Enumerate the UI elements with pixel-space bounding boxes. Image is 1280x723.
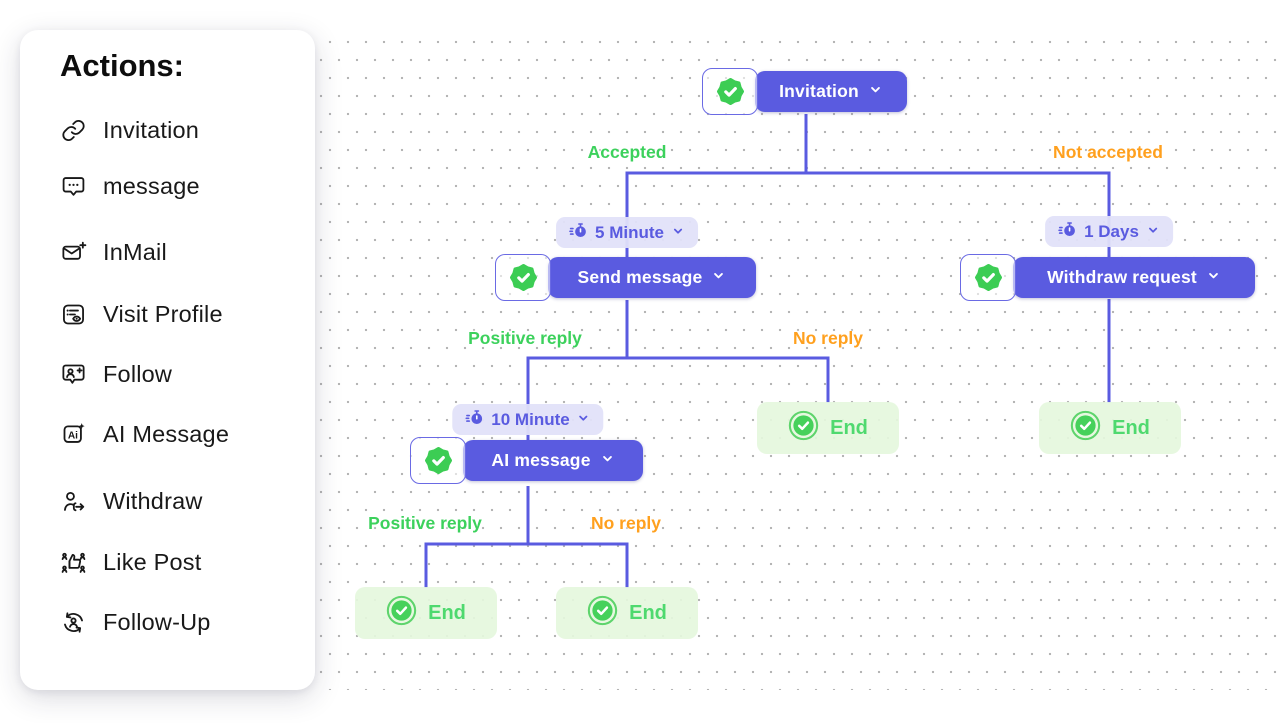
verified-badge-icon <box>960 254 1016 301</box>
stopwatch-icon <box>569 221 588 245</box>
check-circle-icon <box>788 410 819 447</box>
follow-up-cycle-icon <box>60 609 87 636</box>
end-label: End <box>830 416 868 439</box>
chevron-down-icon <box>868 81 883 102</box>
user-plus-bubble-icon <box>60 361 87 388</box>
action-label: InMail <box>103 238 167 265</box>
end-label: End <box>428 601 466 624</box>
user-withdraw-icon <box>60 488 87 515</box>
svg-text:Ai: Ai <box>68 430 78 441</box>
delay-chip-1-days[interactable]: 1 Days <box>1045 216 1173 247</box>
stopwatch-icon <box>465 408 484 432</box>
mail-plus-icon <box>60 239 87 266</box>
delay-chip-5-minute[interactable]: 5 Minute <box>556 217 698 248</box>
profile-list-icon <box>60 301 87 328</box>
chevron-down-icon <box>577 410 591 430</box>
node-end[interactable]: End <box>355 587 497 639</box>
delay-chip-label: 10 Minute <box>491 409 570 429</box>
verified-badge-icon <box>702 68 758 115</box>
verified-badge-icon <box>410 437 466 484</box>
edge-label-positive-reply: Positive reply <box>368 513 482 533</box>
like-post-icon <box>60 549 87 576</box>
node-invitation[interactable]: Invitation <box>702 68 907 115</box>
ai-sparkle-icon: Ai <box>60 421 87 448</box>
node-withdraw-request[interactable]: Withdraw request <box>960 254 1255 301</box>
chevron-down-icon <box>1146 222 1160 242</box>
edge-label-accepted: Accepted <box>587 142 667 162</box>
node-end[interactable]: End <box>556 587 698 639</box>
action-label: Like Post <box>103 548 202 575</box>
node-label: Withdraw request <box>1047 267 1197 287</box>
sidebar-action-ai-message[interactable]: Ai AI Message <box>60 415 229 453</box>
node-end[interactable]: End <box>757 402 899 454</box>
action-label: message <box>103 172 200 199</box>
check-circle-icon <box>587 595 618 632</box>
sidebar-action-message[interactable]: message <box>60 167 200 205</box>
stopwatch-icon <box>1058 220 1077 244</box>
delay-chip-label: 1 Days <box>1084 221 1139 241</box>
action-label: AI Message <box>103 420 230 447</box>
chat-dots-icon <box>60 173 87 200</box>
edge-label-no-reply: No reply <box>590 513 662 533</box>
action-label: Invitation <box>103 116 200 143</box>
action-label: Withdraw <box>103 487 203 514</box>
actions-panel-title: Actions: <box>60 48 184 83</box>
chevron-down-icon <box>1206 267 1221 288</box>
sidebar-action-visit-profile[interactable]: Visit Profile <box>60 295 223 333</box>
check-circle-icon <box>386 595 417 632</box>
delay-chip-label: 5 Minute <box>595 222 664 242</box>
sidebar-action-invitation[interactable]: Invitation <box>60 111 199 149</box>
edge-label-no-reply: No reply <box>792 328 864 348</box>
sidebar-action-follow[interactable]: Follow <box>60 355 172 393</box>
sidebar-action-like-post[interactable]: Like Post <box>60 543 201 581</box>
sidebar-action-withdraw[interactable]: Withdraw <box>60 482 203 520</box>
action-label: Follow-Up <box>103 608 211 635</box>
chevron-down-icon <box>671 223 685 243</box>
node-ai-message[interactable]: AI message <box>410 437 643 484</box>
action-label: Follow <box>103 360 173 387</box>
check-circle-icon <box>1070 410 1101 447</box>
edge-label-not-accepted: Not accepted <box>1053 142 1163 162</box>
flow-canvas <box>318 36 1280 690</box>
node-label: AI message <box>491 450 591 470</box>
sidebar-action-inmail[interactable]: InMail <box>60 233 167 271</box>
node-end[interactable]: End <box>1039 402 1181 454</box>
edge-label-positive-reply: Positive reply <box>468 328 582 348</box>
end-label: End <box>629 601 667 624</box>
sidebar-action-follow-up[interactable]: Follow-Up <box>60 603 211 641</box>
chevron-down-icon <box>711 267 726 288</box>
node-label: Send message <box>577 267 703 287</box>
node-send-message[interactable]: Send message <box>495 254 756 301</box>
verified-badge-icon <box>495 254 551 301</box>
delay-chip-10-minute[interactable]: 10 Minute <box>452 404 604 435</box>
end-label: End <box>1112 416 1150 439</box>
chevron-down-icon <box>600 450 615 471</box>
node-label: Invitation <box>779 81 859 101</box>
link-icon <box>60 117 87 144</box>
action-label: Visit Profile <box>103 300 223 327</box>
